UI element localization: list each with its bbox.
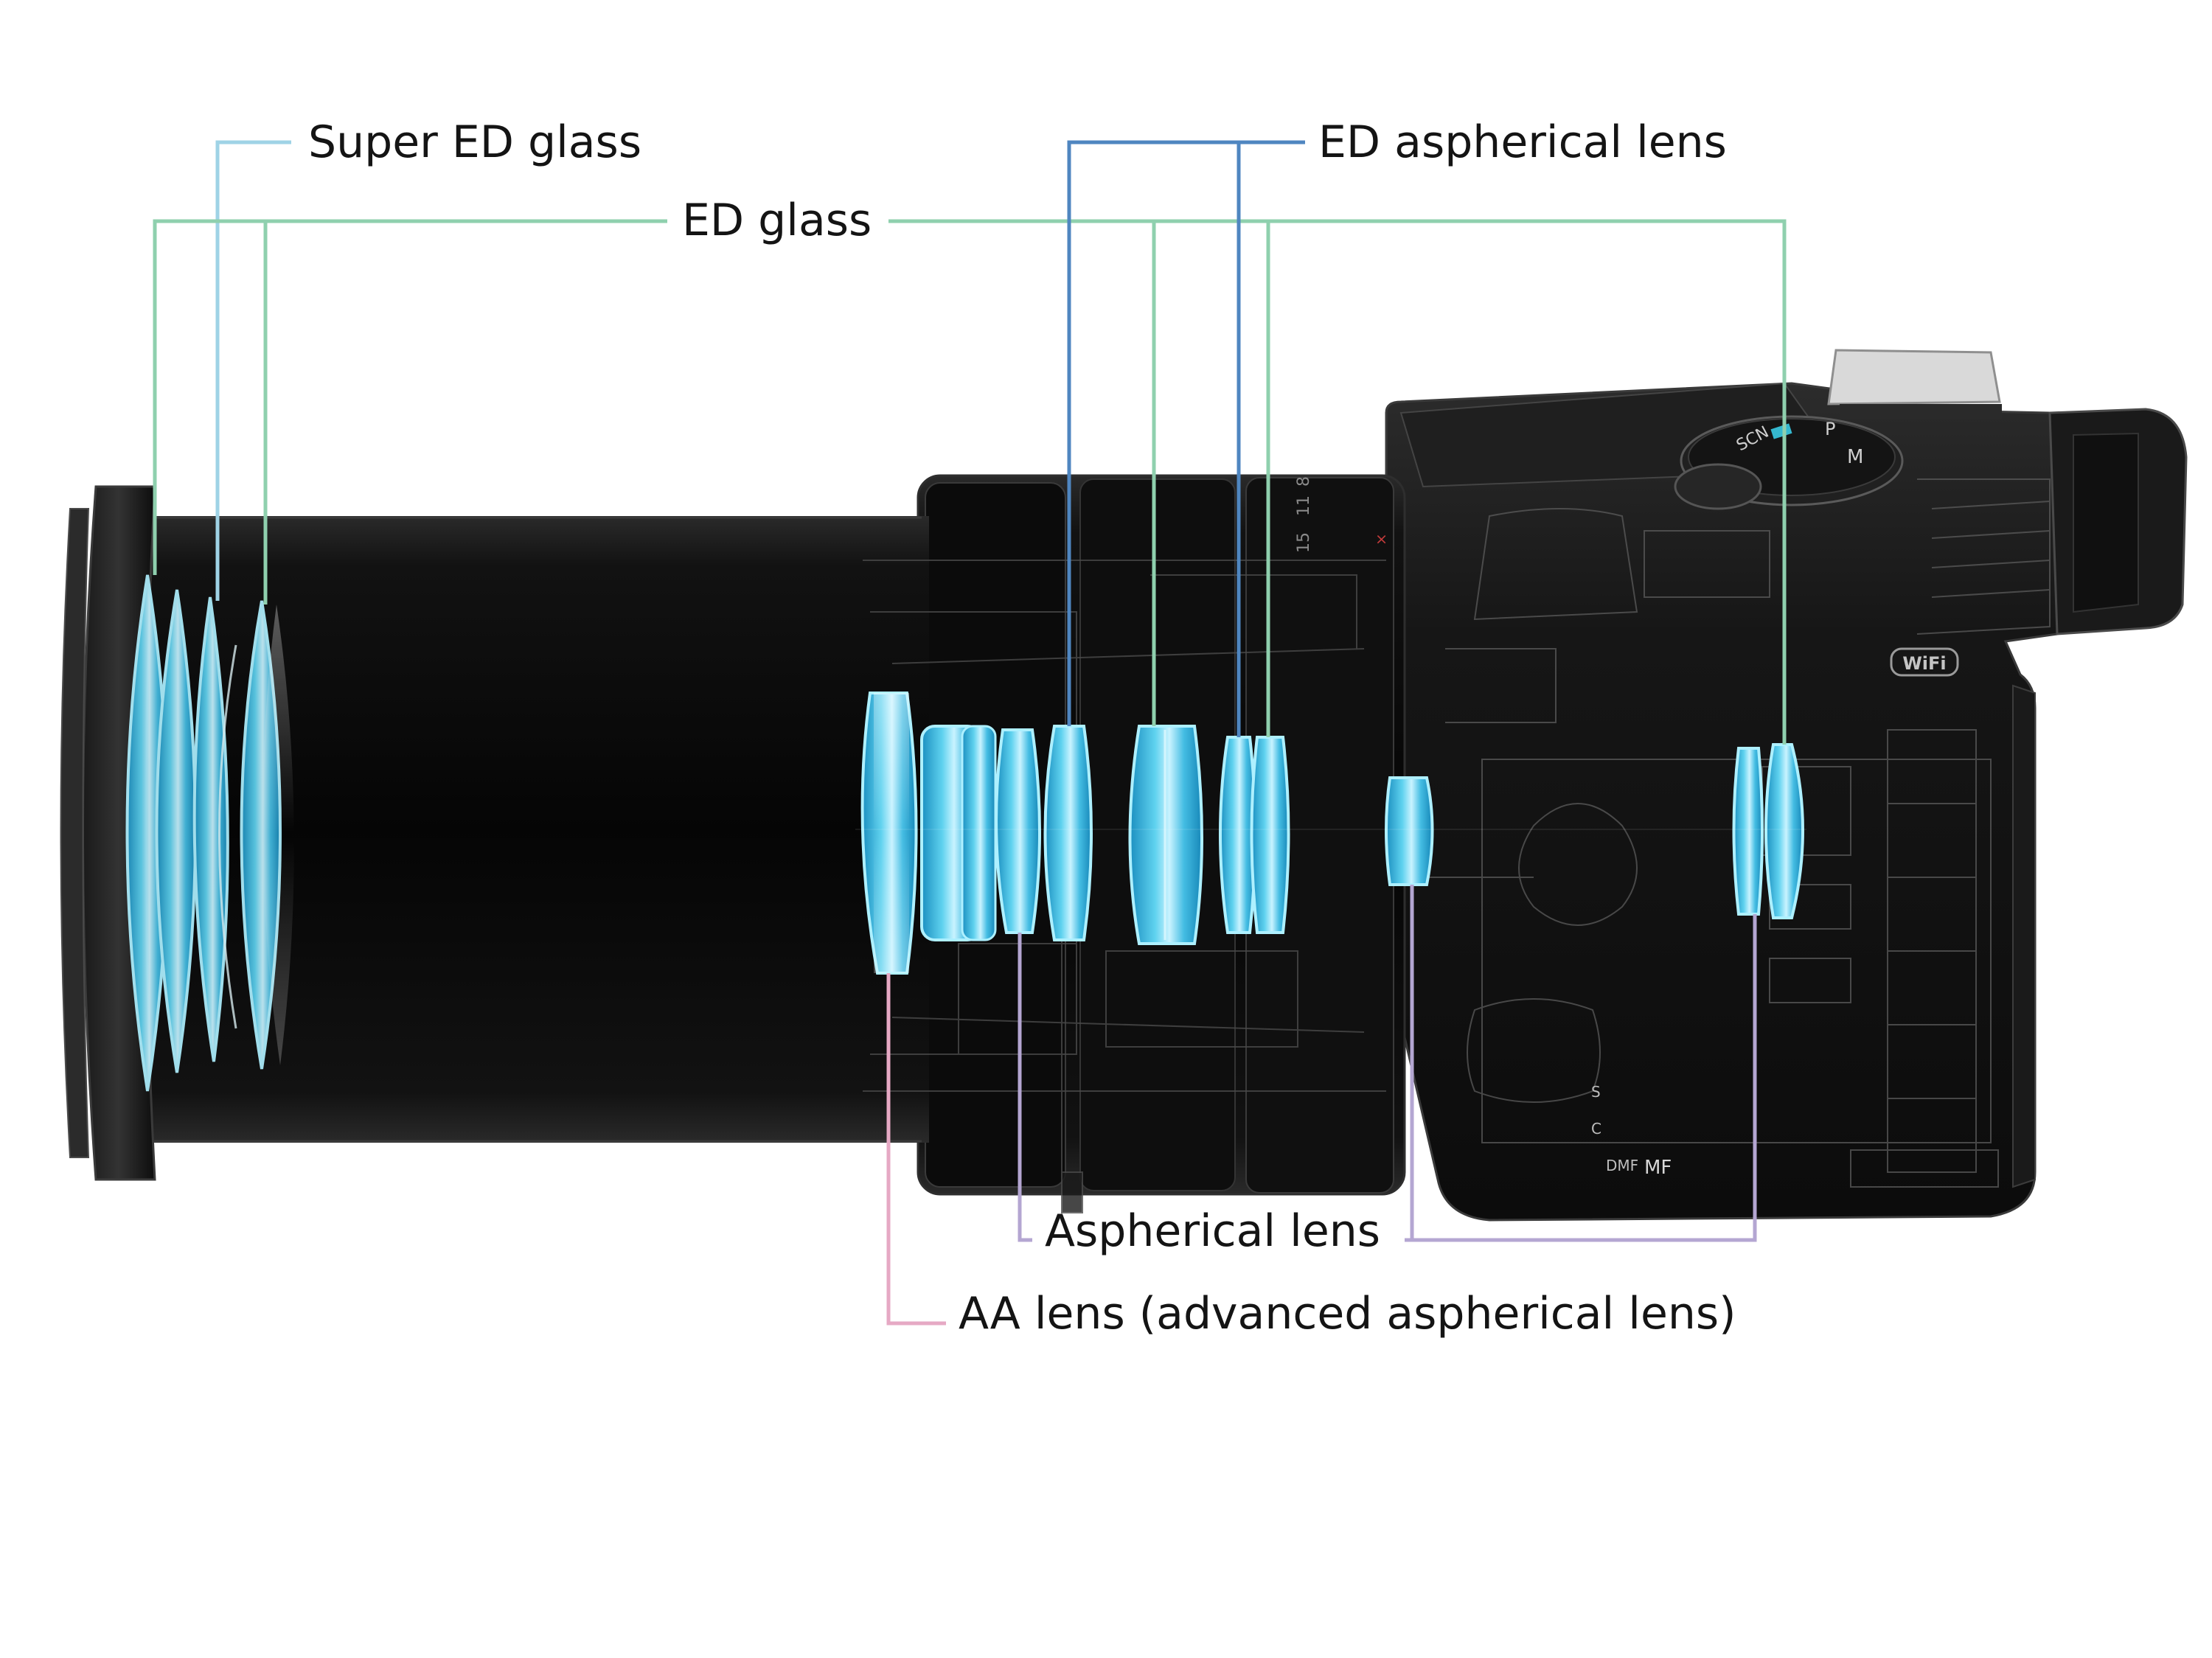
svg-text:×: × xyxy=(1372,533,1390,546)
middle-lens-group xyxy=(1128,725,1203,945)
aa-lens-element xyxy=(860,692,918,975)
callout-aspherical-lens-left xyxy=(1018,933,1032,1242)
callout-ed-aspherical-lens xyxy=(1067,140,1305,726)
wifi-label: WiFi xyxy=(1902,653,1946,674)
callout-aspherical-lens-right xyxy=(1405,914,1757,1242)
focal-scale-8: 8 xyxy=(1295,476,1313,487)
ed-aspherical-lens-label: ED aspherical lens xyxy=(1318,116,1727,168)
cemented-lens-group xyxy=(920,725,1041,941)
aspherical-lens-label: Aspherical lens xyxy=(1045,1205,1381,1257)
callout-super-ed-glass xyxy=(215,140,291,601)
callout-lines xyxy=(153,140,1787,1326)
ed-pair-group xyxy=(1219,736,1290,934)
ed-glass-label: ED glass xyxy=(682,195,872,246)
mode-m-label: M xyxy=(1847,446,1863,468)
callout-ed-glass-right xyxy=(888,219,1787,745)
callout-aa-lens xyxy=(886,973,946,1326)
mode-p-label: P xyxy=(1825,419,1835,439)
lens-elements xyxy=(125,574,1806,1092)
focus-c-label: C xyxy=(1591,1120,1601,1138)
focus-s-label: S xyxy=(1591,1083,1601,1101)
focus-mode-switch: S C DMF MF xyxy=(1591,1083,1672,1179)
wifi-badge: WiFi xyxy=(1890,647,1959,677)
front-lens-group xyxy=(125,574,294,1092)
rear-lens-group xyxy=(1732,743,1804,919)
focus-dmf-label: DMF xyxy=(1606,1157,1638,1174)
focus-mf-label: MF xyxy=(1644,1157,1672,1179)
focal-scale-15: 15 xyxy=(1295,532,1313,553)
ed-aspherical-element-1 xyxy=(1043,725,1093,941)
focal-length-scale: 15 11 8 × xyxy=(1295,476,1390,553)
focal-scale-11: 11 xyxy=(1295,495,1313,516)
aspherical-element-rear xyxy=(1385,776,1434,886)
super-ed-glass-label: Super ED glass xyxy=(308,116,642,168)
aa-lens-label: AA lens (advanced aspherical lens) xyxy=(959,1288,1736,1340)
